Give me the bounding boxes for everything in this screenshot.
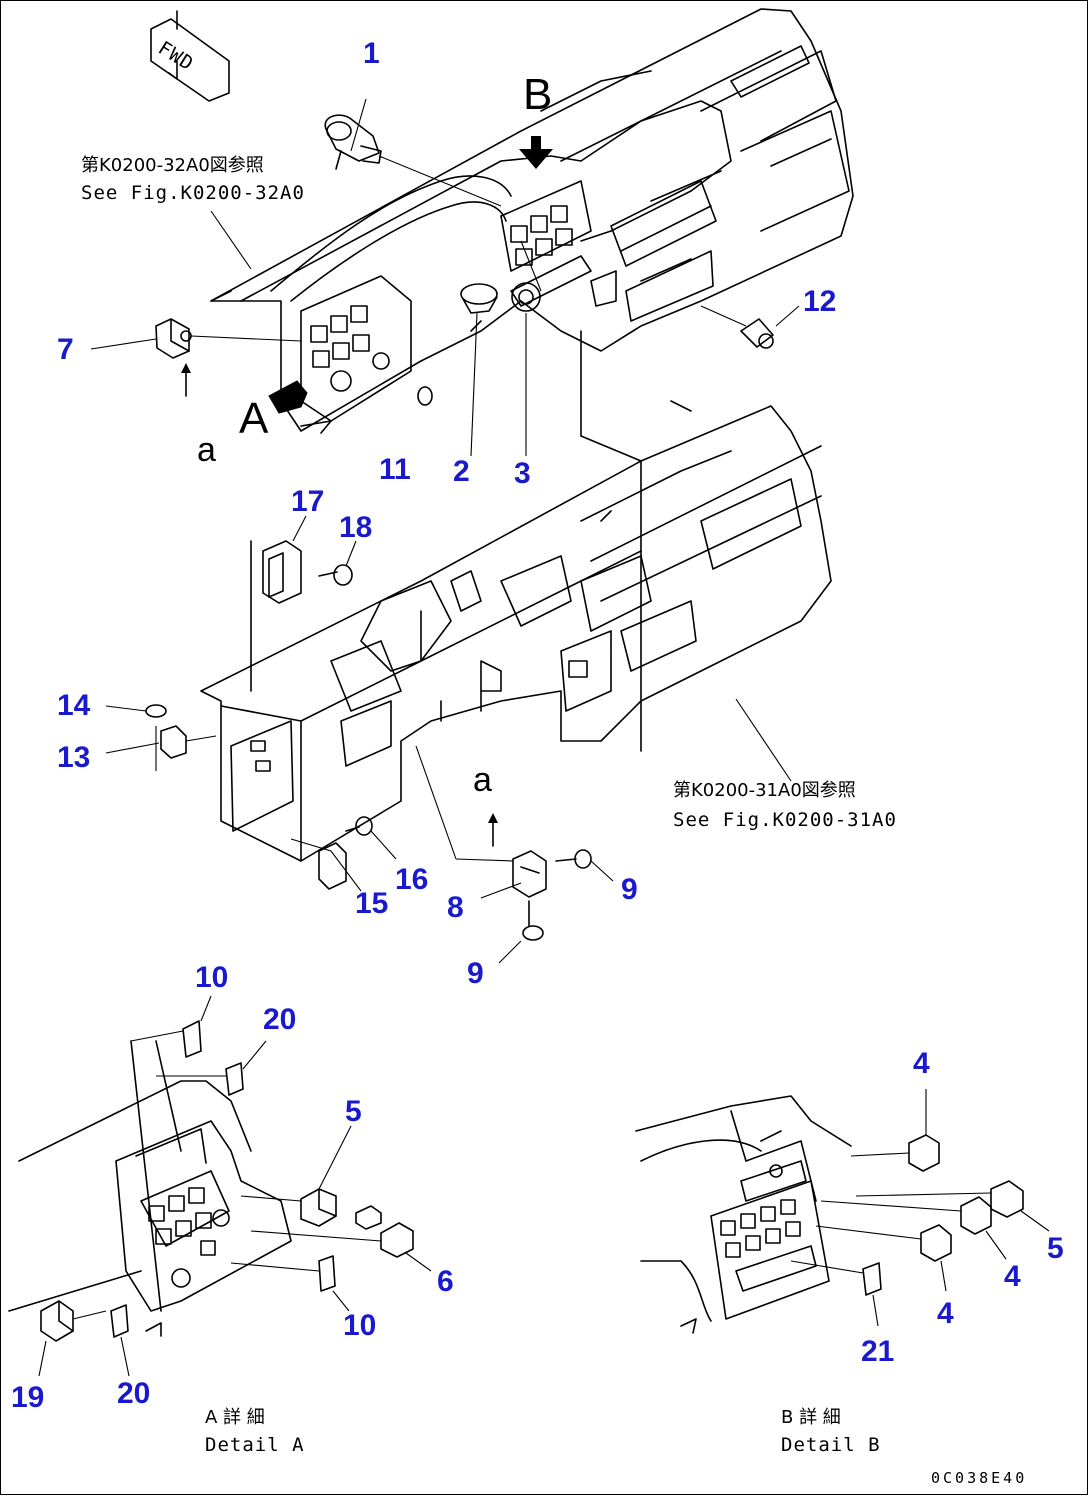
callout-9-lower: 9 — [467, 957, 484, 990]
callout-12: 12 — [803, 285, 836, 318]
callout-6: 6 — [437, 1265, 454, 1298]
part-3-knob — [511, 240, 542, 456]
detail-a-part-5 — [240, 1125, 352, 1227]
detail-b-part-4-right — [820, 1196, 1007, 1260]
top-ref-en: See Fig.K0200-32A0 — [81, 182, 305, 204]
detail-a-part-10-lower — [230, 1255, 350, 1312]
callout-19: 19 — [11, 1381, 44, 1414]
callout-11: 11 — [379, 453, 411, 486]
part-1-key-switch — [324, 98, 502, 207]
callout-7: 7 — [57, 333, 74, 366]
detail-a-part-20-lower — [110, 1304, 130, 1377]
callout-13: 13 — [57, 741, 90, 774]
callout-15: 15 — [355, 887, 388, 920]
view-a-arrow-icon — [268, 380, 308, 414]
right-ref-en: See Fig.K0200-31A0 — [673, 809, 897, 831]
right-ref-jp: 第K0200-31A0図参照 — [673, 780, 856, 801]
view-b-letter: B — [523, 70, 552, 119]
part-14-cap — [105, 704, 167, 718]
callout-4-right: 4 — [1004, 1260, 1021, 1293]
detail-b-part-5 — [855, 1180, 1050, 1232]
detail-a-part-10-upper — [130, 995, 212, 1058]
callout-20-upper: 20 — [263, 1003, 296, 1036]
callout-9-upper: 9 — [621, 873, 638, 906]
part-8-bracket — [415, 745, 547, 899]
part-9-bolt-upper — [555, 849, 614, 882]
part-7-bracket — [90, 318, 302, 397]
detail-a-en: Detail A — [205, 1434, 305, 1456]
callout-17: 17 — [291, 485, 324, 518]
part-13-clip — [105, 725, 217, 771]
callout-2: 2 — [453, 455, 470, 488]
callout-3: 3 — [514, 457, 531, 490]
callout-labels: 1 2 3 4 4 4 5 5 6 7 8 9 9 10 10 11 12 13… — [11, 37, 1064, 1414]
part-16-washer — [345, 816, 397, 860]
part-9-bolt-lower — [498, 900, 544, 964]
callout-10-upper: 10 — [195, 961, 228, 994]
detail-a-part-20-upper — [156, 1040, 267, 1096]
callout-4-top: 4 — [913, 1047, 930, 1080]
top-ref-jp: 第K0200-32A0図参照 — [81, 155, 264, 176]
part-2-switch — [460, 283, 498, 457]
part-12-connector — [700, 305, 800, 349]
callout-5-detail-b: 5 — [1047, 1232, 1064, 1265]
detail-b-drawing — [635, 1095, 852, 1334]
part-15-clip — [290, 838, 362, 892]
upper-dashboard — [210, 8, 854, 434]
callout-14: 14 — [57, 689, 91, 722]
detail-a-jp: A 詳 細 — [205, 1407, 265, 1428]
callout-16: 16 — [395, 863, 428, 896]
ref-a-lower: a — [473, 761, 492, 799]
callout-1: 1 — [363, 37, 380, 70]
detail-b-part-21 — [790, 1260, 882, 1327]
ref-a-upper: a — [197, 431, 216, 469]
dashboard-frame — [200, 330, 832, 862]
detail-a-drawing — [8, 1040, 292, 1337]
fwd-label: FWD — [154, 37, 197, 75]
callout-18: 18 — [339, 511, 372, 544]
detail-b-part-4-upper — [850, 1089, 940, 1172]
callout-21: 21 — [861, 1335, 894, 1368]
fwd-arrow-icon: FWD — [150, 10, 230, 102]
view-b-arrow-icon — [519, 136, 553, 169]
callout-4-bottom: 4 — [937, 1297, 954, 1330]
view-a-letter: A — [239, 394, 269, 443]
detail-b-part-4-lower — [815, 1224, 952, 1292]
detail-b-en: Detail B — [781, 1434, 881, 1456]
detail-b-jp: B 詳 細 — [781, 1407, 841, 1428]
callout-10-lower: 10 — [343, 1309, 376, 1342]
detail-a-part-6 — [250, 1205, 432, 1272]
part-17-relay — [262, 515, 307, 604]
callout-8: 8 — [447, 891, 464, 924]
callout-5-detail-a: 5 — [345, 1095, 362, 1128]
part-18-screw — [318, 540, 357, 586]
detail-a-part-19 — [38, 1300, 107, 1377]
drawing-code: 0C038E40 — [931, 1469, 1027, 1487]
callout-20-lower: 20 — [117, 1377, 150, 1410]
part-11-cap — [417, 386, 433, 406]
